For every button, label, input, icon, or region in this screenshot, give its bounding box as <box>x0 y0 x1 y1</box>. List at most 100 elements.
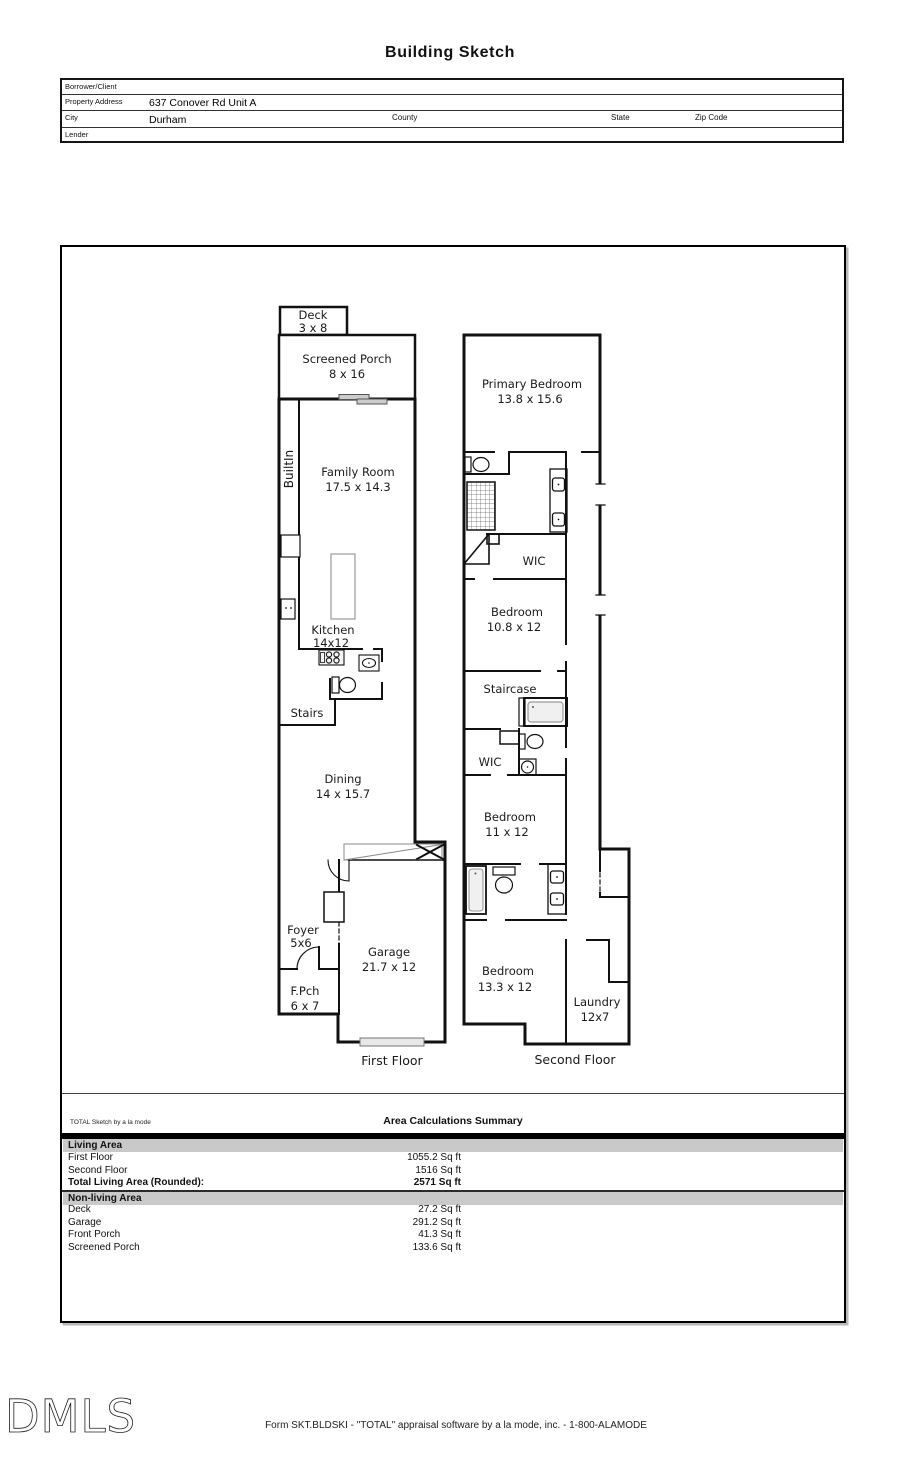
bedroom3-dim: 13.3 x 12 <box>478 980 532 994</box>
summary-black-divider <box>62 1133 844 1139</box>
summary-top-divider <box>62 1093 844 1094</box>
summary-row: First Floor 1055.2 Sq ft <box>62 1152 844 1165</box>
row-label: Second Floor <box>68 1164 128 1176</box>
nonliving-area-header: Non-living Area <box>63 1192 843 1205</box>
zip-label: Zip Code <box>695 113 728 122</box>
stairs-label: Stairs <box>291 706 324 720</box>
screened-porch-label: Screened Porch <box>302 352 391 366</box>
row-value: 27.2 Sq ft <box>418 1204 461 1215</box>
double-vanity-icon <box>549 468 568 533</box>
screened-porch-outline <box>277 333 417 401</box>
foyer-closet-icon <box>323 891 345 945</box>
row-value: 1055.2 Sq ft <box>407 1152 461 1163</box>
row-value: 133.6 Sq ft <box>412 1241 461 1253</box>
laundry-label: Laundry <box>574 995 621 1009</box>
fpch-dim: 6 x 7 <box>291 999 320 1013</box>
form-row-lender: Lender <box>62 127 842 142</box>
row-value: 1516 Sq ft <box>415 1164 461 1176</box>
garage-label: Garage <box>368 945 410 959</box>
builtin-cabinet-icon <box>280 534 301 558</box>
summary-total-row: Total Living Area (Rounded): 2571 Sq ft <box>62 1177 844 1190</box>
porch-door-icon <box>338 394 388 405</box>
family-room-label: Family Room <box>321 465 394 479</box>
lender-label: Lender <box>65 130 89 139</box>
second-floor-caption: Second Floor <box>534 1052 616 1067</box>
sink-icon <box>518 758 537 776</box>
row-label: Deck <box>68 1204 91 1215</box>
city-label: City <box>65 113 78 122</box>
first-floor-outline <box>277 397 447 1044</box>
bedroom1-dim: 10.8 x 12 <box>487 620 541 634</box>
foyer-dim: 5x6 <box>290 936 311 950</box>
form-row-city: City Durham County State Zip Code <box>62 110 842 127</box>
appliance-icon <box>280 598 296 620</box>
toilet-icon <box>331 676 357 694</box>
row-value: 41.3 Sq ft <box>418 1229 461 1240</box>
kitchen-island-icon <box>330 553 356 620</box>
borrower-label: Borrower/Client <box>65 82 117 91</box>
deck-dim: 3 x 8 <box>299 321 328 335</box>
kitchen-label: Kitchen <box>311 623 354 637</box>
summary-row: Second Floor 1516 Sq ft <box>62 1165 844 1178</box>
dining-dim: 14 x 15.7 <box>316 787 370 801</box>
floor-plan-drawing: Deck 3 x 8 Screened Porch 8 x 16 BuiltIn… <box>277 305 631 1068</box>
summary-row: Screened Porch 133.6 Sq ft <box>62 1242 844 1255</box>
city-value: Durham <box>149 114 187 126</box>
primary-bedroom-label: Primary Bedroom <box>482 377 582 391</box>
row-label: Garage <box>68 1216 102 1228</box>
wic2-label: WIC <box>479 755 502 769</box>
kitchen-dim: 14x12 <box>313 636 349 650</box>
property-info-form: Borrower/Client Property Address 637 Con… <box>60 78 844 143</box>
form-row-address: Property Address 637 Conover Rd Unit A <box>62 94 842 110</box>
summary-title: Area Calculations Summary <box>383 1115 523 1127</box>
county-label: County <box>392 113 418 122</box>
double-vanity-icon <box>547 863 567 915</box>
sink-icon <box>358 654 380 672</box>
state-label: State <box>611 113 630 122</box>
bathtub-icon <box>518 697 568 727</box>
garage-door-icon <box>359 1037 425 1047</box>
summary-row: Front Porch 41.3 Sq ft <box>62 1229 844 1242</box>
builtin-label: BuiltIn <box>282 450 296 488</box>
first-floor-labels: Deck 3 x 8 Screened Porch 8 x 16 BuiltIn… <box>282 308 424 1068</box>
shower-icon <box>466 481 496 531</box>
bedroom1-label: Bedroom <box>491 605 543 619</box>
primary-bedroom-dim: 13.8 x 15.6 <box>497 392 562 406</box>
door-arc-icon <box>296 859 350 970</box>
fpch-label: F.Pch <box>291 984 320 998</box>
row-value: 291.2 Sq ft <box>412 1216 461 1228</box>
garage-apron <box>343 843 445 861</box>
wic1-label: WIC <box>523 554 546 568</box>
dining-label: Dining <box>324 772 361 786</box>
property-address-label: Property Address <box>65 97 123 106</box>
laundry-dim: 12x7 <box>581 1010 610 1024</box>
wall-openings <box>595 483 606 616</box>
bedroom2-dim: 11 x 12 <box>485 825 528 839</box>
page-title: Building Sketch <box>385 44 515 61</box>
toilet-icon <box>518 733 544 750</box>
toilet-icon <box>464 456 490 473</box>
foyer-label: Foyer <box>287 923 319 937</box>
family-room-dim: 17.5 x 14.3 <box>325 480 390 494</box>
first-floor-plan <box>277 305 447 1047</box>
form-row-borrower: Borrower/Client <box>62 80 842 94</box>
sketch-canvas: Deck 3 x 8 Screened Porch 8 x 16 BuiltIn… <box>60 245 846 1323</box>
row-value: 2571 Sq ft <box>413 1177 461 1188</box>
living-area-header: Living Area <box>63 1139 843 1152</box>
second-floor-labels: Primary Bedroom 13.8 x 15.6 WIC Bedroom … <box>478 377 621 1067</box>
garage-dim: 21.7 x 12 <box>362 960 416 974</box>
staircase-label: Staircase <box>484 682 537 696</box>
screened-porch-dim: 8 x 16 <box>329 367 365 381</box>
row-label: Front Porch <box>68 1229 121 1240</box>
summary-provider: TOTAL Sketch by a la mode <box>70 1119 151 1126</box>
row-label: First Floor <box>68 1152 113 1163</box>
total-divider <box>62 1190 844 1192</box>
property-address-value: 637 Conover Rd Unit A <box>149 97 257 109</box>
bedroom3-label: Bedroom <box>482 964 534 978</box>
summary-row: Garage 291.2 Sq ft <box>62 1217 844 1230</box>
toilet-icon <box>492 866 516 894</box>
dmls-logo-text: DMLS <box>5 1390 136 1443</box>
row-label: Screened Porch <box>68 1241 140 1253</box>
deck-label: Deck <box>299 308 328 322</box>
